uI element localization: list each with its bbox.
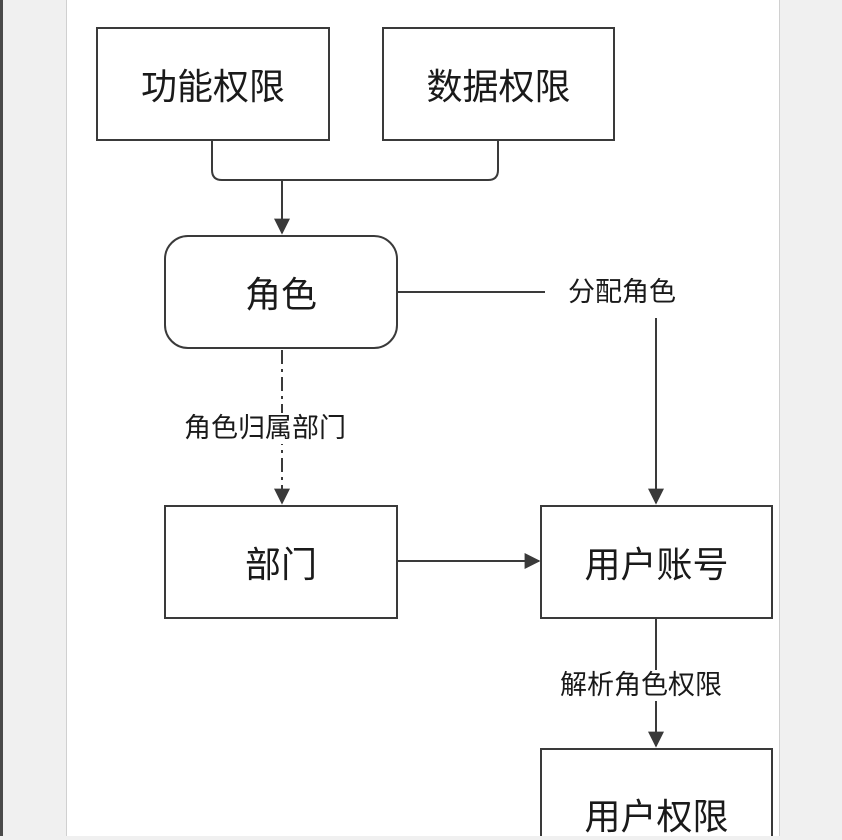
functional-permission-node: 功能权限 <box>96 27 330 141</box>
user-permission-node: 用户权限 <box>540 748 773 838</box>
user-account-node: 用户账号 <box>540 505 773 619</box>
data-permission-node: 数据权限 <box>382 27 615 141</box>
role-belongs-department-label: 角色归属部门 <box>184 413 346 444</box>
assign-role-label: 分配角色 <box>568 277 676 308</box>
merge-connector <box>211 140 499 181</box>
role-node: 角色 <box>164 235 398 349</box>
department-node: 部门 <box>164 505 398 619</box>
parse-role-permission-label: 解析角色权限 <box>560 670 722 701</box>
window-left-edge <box>0 0 3 836</box>
